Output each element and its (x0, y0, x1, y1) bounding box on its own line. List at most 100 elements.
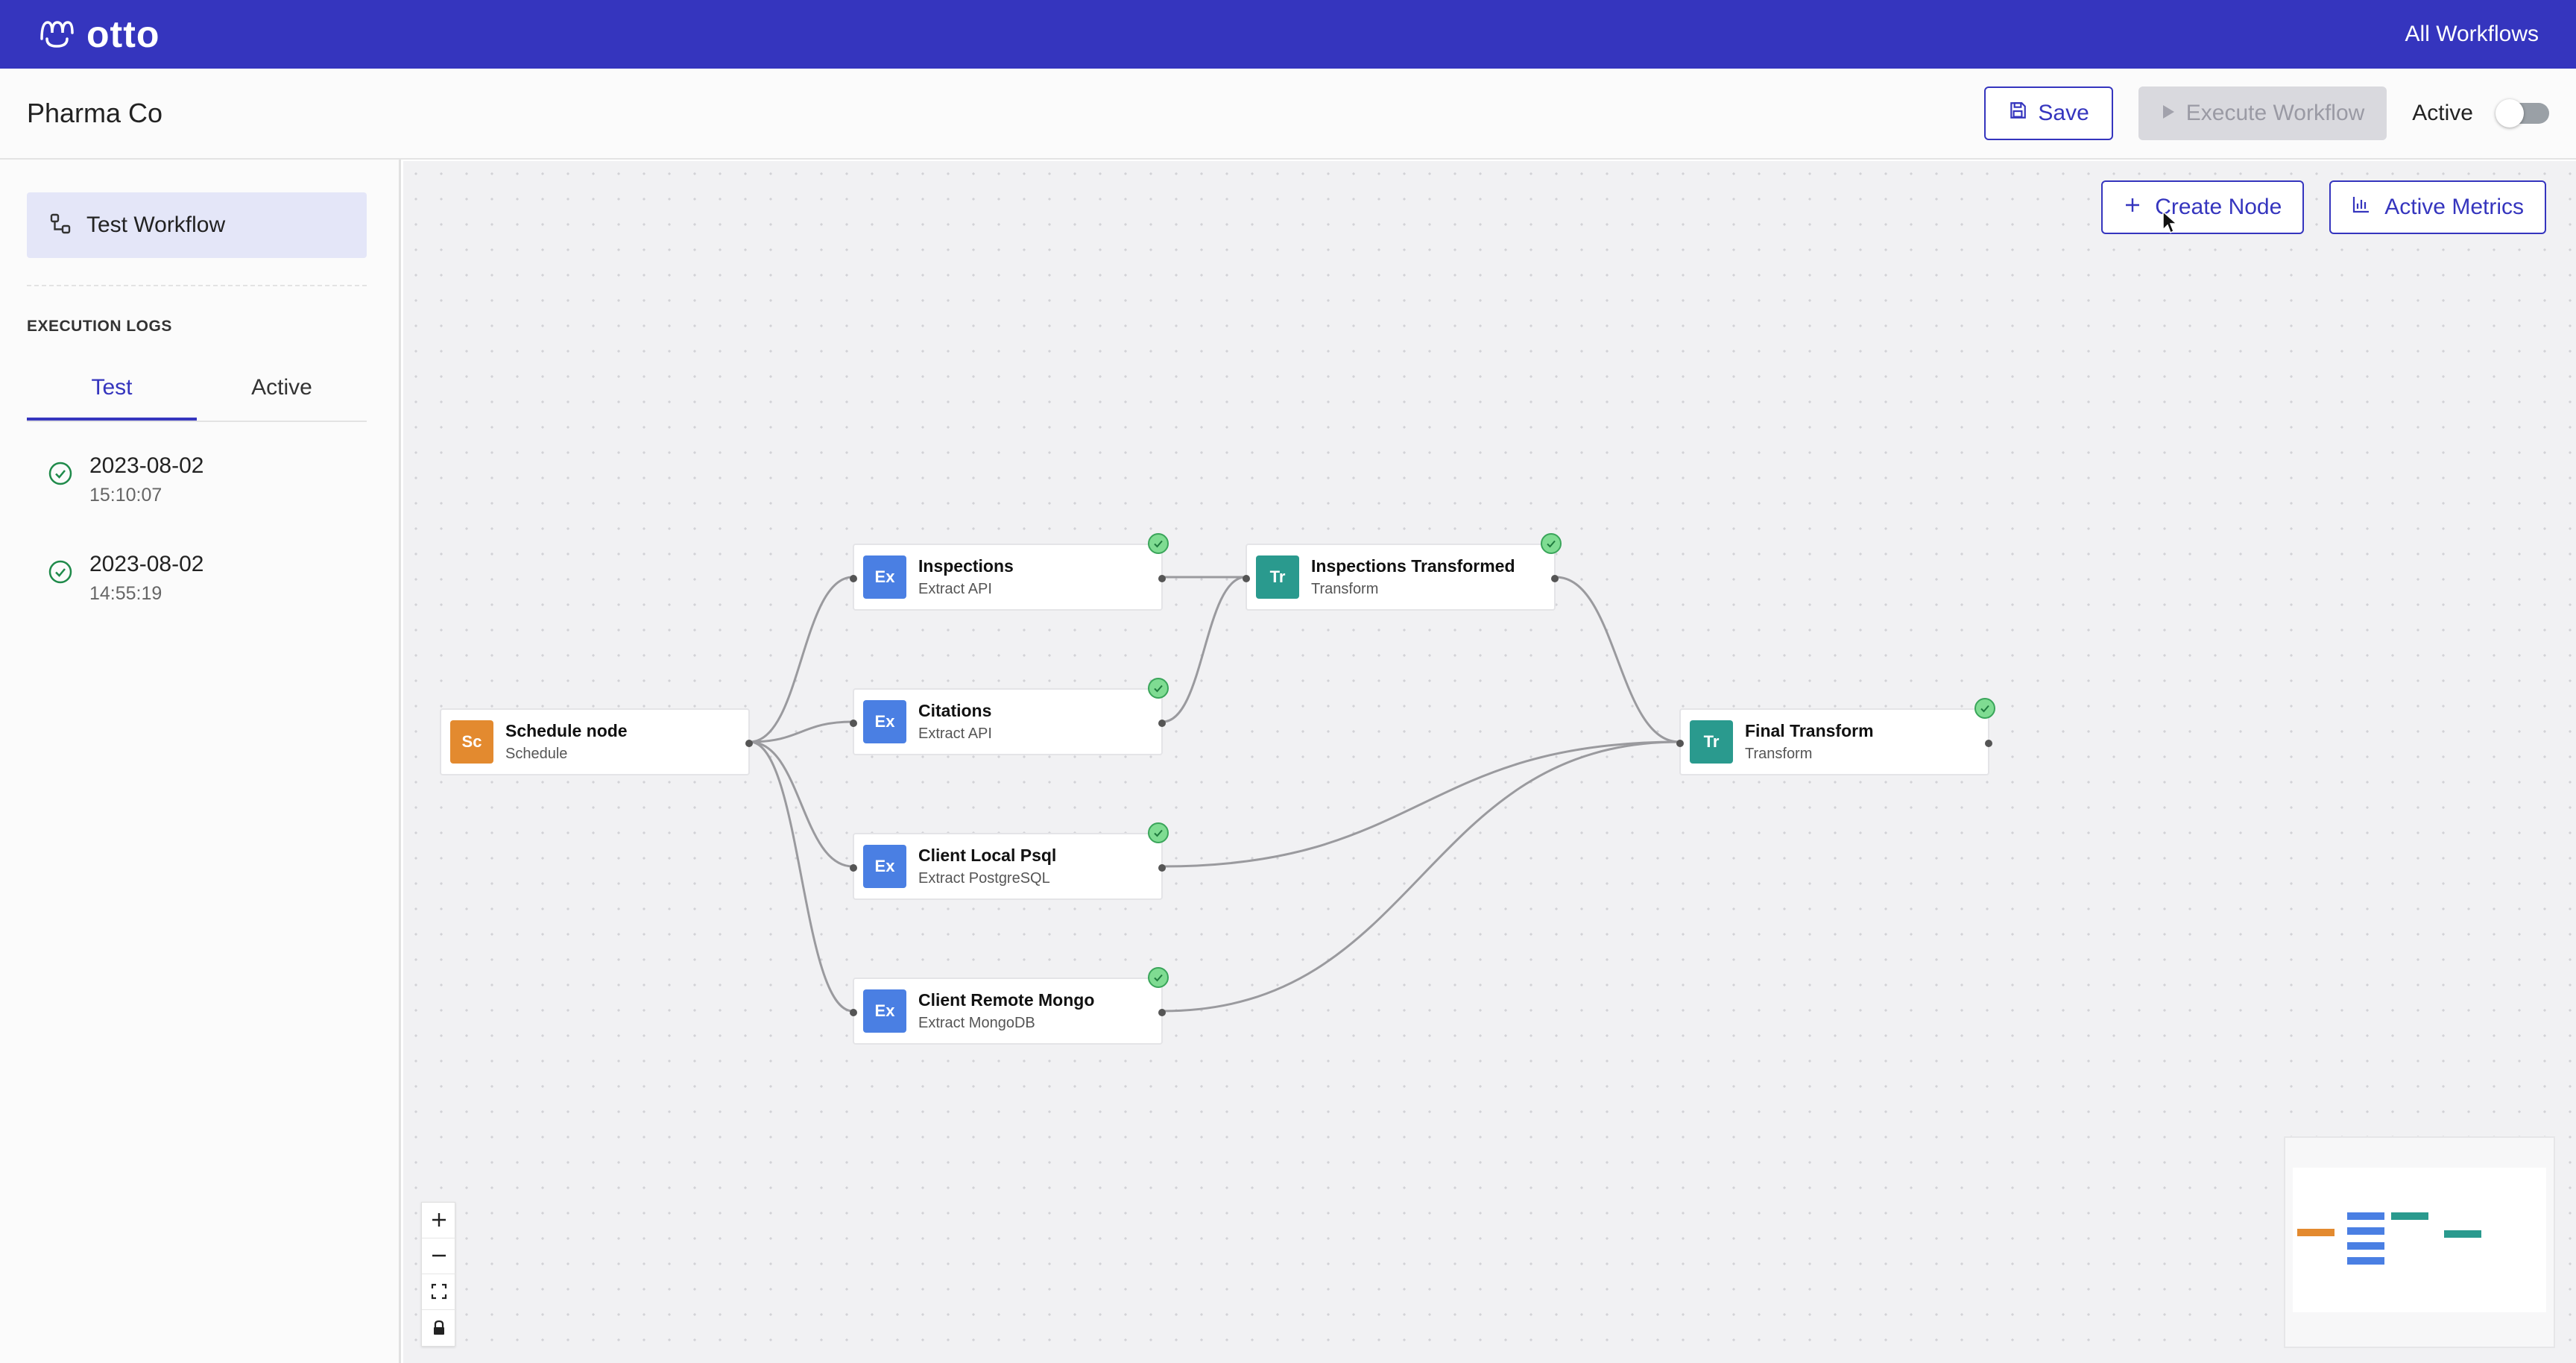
brand-logo[interactable]: otto (37, 13, 160, 56)
fit-view-icon (431, 1278, 447, 1306)
execution-log-entry[interactable]: 2023-08-02 14:55:19 (48, 552, 203, 605)
node-title: Client Remote Mongo (918, 990, 1095, 1010)
node-inspections[interactable]: Ex Inspections Extract API (850, 533, 1169, 611)
success-check-icon (48, 461, 73, 490)
log-time: 14:55:19 (89, 583, 162, 604)
input-handle[interactable] (850, 864, 857, 872)
node-type: Schedule (505, 746, 568, 762)
create-node-button[interactable]: Create Node (2101, 180, 2305, 234)
otto-logo-icon (37, 16, 76, 53)
node-type: Transform (1745, 746, 1813, 762)
node-schedule[interactable]: Sc Schedule node Schedule (440, 708, 753, 775)
node-title: Client Local Psql (918, 846, 1057, 865)
node-client-local-psql[interactable]: Ex Client Local Psql Extract PostgreSQL (850, 822, 1169, 900)
node-badge: Ex (863, 845, 906, 888)
play-icon (2161, 101, 2176, 126)
node-badge: Tr (1256, 555, 1299, 599)
sidebar-divider (27, 285, 367, 286)
minimap-node (2347, 1212, 2384, 1220)
sidebar-item-label: Test Workflow (86, 213, 226, 237)
edge-psql-to-final[interactable] (1162, 740, 1680, 868)
top-navbar: otto All Workflows (0, 0, 2576, 69)
node-badge: Tr (1690, 720, 1733, 764)
output-handle[interactable] (1158, 720, 1166, 727)
workflow-header: Pharma Co Save Execute Workflow Active (0, 69, 2576, 160)
log-date: 2023-08-02 (89, 453, 204, 478)
fit-view-button[interactable] (422, 1274, 456, 1310)
zoom-out-button[interactable] (422, 1238, 456, 1274)
edge-insp_tr-to-final[interactable] (1555, 576, 1680, 743)
output-handle[interactable] (1158, 864, 1166, 872)
minimap-node (2444, 1230, 2481, 1238)
edge-schedule-to-mongo[interactable] (749, 740, 853, 1013)
input-handle[interactable] (1243, 575, 1250, 582)
status-check-icon (1148, 678, 1169, 699)
minimap-node (2391, 1212, 2428, 1220)
edge-schedule-to-citations[interactable] (749, 720, 853, 743)
input-handle[interactable] (1676, 740, 1684, 747)
save-button-label: Save (2038, 101, 2089, 125)
execute-workflow-label: Execute Workflow (2185, 101, 2365, 125)
active-toggle-label: Active (2412, 101, 2473, 125)
node-title: Citations (918, 701, 992, 720)
node-type: Extract API (918, 725, 992, 742)
success-check-icon (48, 559, 73, 588)
execution-log-entry[interactable]: 2023-08-02 15:10:07 (48, 453, 203, 506)
zoom-controls (421, 1202, 456, 1347)
all-workflows-link[interactable]: All Workflows (2405, 22, 2539, 46)
node-client-remote-mongo[interactable]: Ex Client Remote Mongo Extract MongoDB (850, 967, 1169, 1045)
output-handle[interactable] (745, 740, 753, 747)
edge-citations-to-insp_tr[interactable] (1162, 576, 1246, 723)
node-inspections-transformed[interactable]: Tr Inspections Transformed Transform (1243, 533, 1562, 611)
edge-schedule-to-inspections[interactable] (749, 576, 853, 743)
workflow-canvas[interactable]: Create Node Active Metrics Sc Schedule n… (403, 161, 2576, 1363)
edge-layer (749, 576, 1680, 1013)
save-button[interactable]: Save (1984, 86, 2113, 140)
minimap-node (2347, 1257, 2384, 1265)
node-title: Schedule node (505, 721, 628, 740)
tab-test[interactable]: Test (27, 361, 197, 421)
output-handle[interactable] (1158, 1009, 1166, 1016)
active-metrics-button[interactable]: Active Metrics (2329, 180, 2546, 234)
minimap-viewport (2293, 1168, 2546, 1312)
node-badge: Ex (863, 555, 906, 599)
minimap-node (2297, 1229, 2334, 1236)
active-toggle[interactable] (2496, 99, 2549, 128)
execute-workflow-button[interactable]: Execute Workflow (2138, 86, 2387, 140)
lock-button[interactable] (422, 1310, 456, 1346)
active-metrics-label: Active Metrics (2384, 195, 2524, 219)
node-type: Extract API (918, 581, 992, 597)
output-handle[interactable] (1985, 740, 1992, 747)
plus-icon (2124, 195, 2141, 220)
node-title: Final Transform (1745, 721, 1874, 740)
input-handle[interactable] (850, 1009, 857, 1016)
bar-chart-icon (2352, 195, 2371, 220)
edge-mongo-to-final[interactable] (1162, 740, 1680, 1013)
workflow-icon (49, 213, 72, 239)
input-handle[interactable] (850, 575, 857, 582)
output-handle[interactable] (1158, 575, 1166, 582)
toggle-knob (2496, 99, 2524, 128)
node-citations[interactable]: Ex Citations Extract API (850, 678, 1169, 755)
input-handle[interactable] (850, 720, 857, 727)
node-type: Extract MongoDB (918, 1015, 1035, 1031)
output-handle[interactable] (1551, 575, 1559, 582)
log-time: 15:10:07 (89, 485, 162, 506)
create-node-label: Create Node (2155, 195, 2282, 219)
zoom-in-button[interactable] (422, 1203, 456, 1238)
status-check-icon (1541, 533, 1562, 554)
node-type: Extract PostgreSQL (918, 870, 1050, 887)
status-check-icon (1148, 967, 1169, 988)
edge-schedule-to-psql[interactable] (749, 740, 853, 868)
tab-active[interactable]: Active (251, 375, 312, 400)
brand-name: otto (86, 13, 160, 55)
minimap[interactable] (2284, 1136, 2555, 1348)
node-badge: Ex (863, 700, 906, 743)
minus-icon (431, 1242, 447, 1270)
node-badge: Ex (863, 989, 906, 1033)
sidebar: Test Workflow EXECUTION LOGS Test Active… (0, 160, 401, 1363)
canvas-actions: Create Node Active Metrics (2101, 180, 2546, 234)
sidebar-item-test-workflow[interactable]: Test Workflow (27, 192, 367, 258)
project-name: Pharma Co (27, 98, 163, 128)
node-final-transform[interactable]: Tr Final Transform Transform (1676, 698, 1995, 775)
